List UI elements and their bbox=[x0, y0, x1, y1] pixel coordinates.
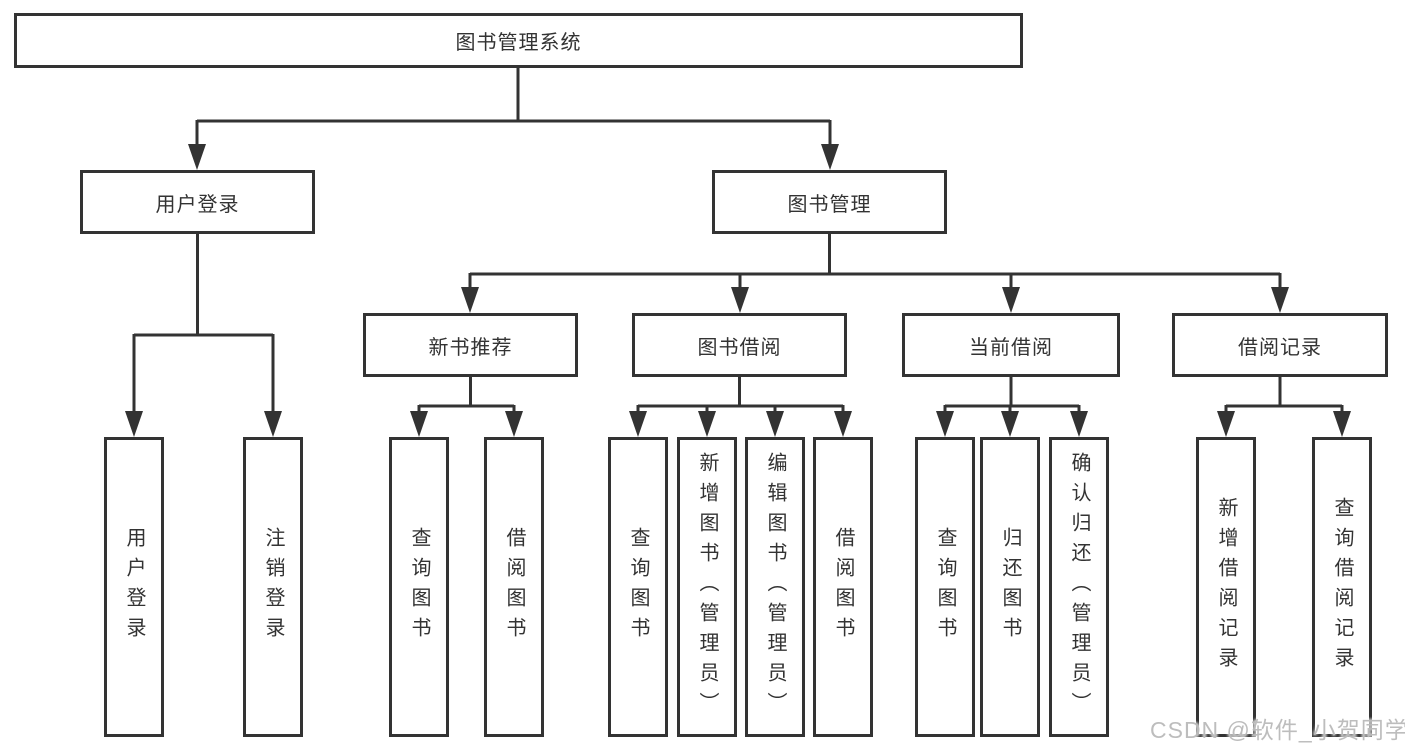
leaf-query-borrow-record: 查询借阅记录 bbox=[1312, 437, 1372, 737]
arrow-down-icon bbox=[821, 144, 839, 170]
leaf-return-books: 归还图书 bbox=[980, 437, 1040, 737]
leaf-edit-books-admin: 编辑图书（管理员） bbox=[745, 437, 805, 737]
arrow-down-icon bbox=[1271, 287, 1289, 313]
connector-current-borrowing bbox=[936, 377, 1088, 437]
arrow-down-icon bbox=[505, 411, 523, 437]
arrow-down-icon bbox=[1002, 287, 1020, 313]
arrow-down-icon bbox=[1333, 411, 1351, 437]
arrow-down-icon bbox=[1217, 411, 1235, 437]
connector-book-borrowing bbox=[629, 377, 852, 437]
arrow-down-icon bbox=[1001, 411, 1019, 437]
connector-line bbox=[195, 68, 832, 146]
connector-line bbox=[1224, 377, 1344, 413]
leaf-query-books-recommend: 查询图书 bbox=[389, 437, 449, 737]
leaf-confirm-return-admin: 确认归还（管理员） bbox=[1049, 437, 1109, 737]
leaf-logout: 注销登录 bbox=[243, 437, 303, 737]
arrow-down-icon bbox=[461, 287, 479, 313]
node-current-borrowing: 当前借阅 bbox=[902, 313, 1120, 377]
node-root-system: 图书管理系统 bbox=[14, 13, 1023, 68]
node-user-login: 用户登录 bbox=[80, 170, 315, 234]
arrow-down-icon bbox=[410, 411, 428, 437]
watermark: CSDN @软件_小贺同学 bbox=[1150, 717, 1405, 743]
connector-borrowing-records bbox=[1217, 377, 1351, 437]
connector-line bbox=[468, 234, 1282, 289]
leaf-add-borrow-record: 新增借阅记录 bbox=[1196, 437, 1256, 737]
arrow-down-icon bbox=[731, 287, 749, 313]
arrow-down-icon bbox=[698, 411, 716, 437]
connector-user-login bbox=[125, 234, 282, 437]
connector-line bbox=[417, 377, 516, 413]
leaf-query-books-borrowing: 查询图书 bbox=[608, 437, 668, 737]
node-borrowing-records: 借阅记录 bbox=[1172, 313, 1388, 377]
arrow-down-icon bbox=[766, 411, 784, 437]
connector-line bbox=[636, 377, 845, 413]
arrow-down-icon bbox=[936, 411, 954, 437]
arrow-down-icon bbox=[125, 411, 143, 437]
node-book-management: 图书管理 bbox=[712, 170, 947, 234]
arrow-down-icon bbox=[629, 411, 647, 437]
leaf-borrow-books-recommend: 借阅图书 bbox=[484, 437, 544, 737]
connector-book-management bbox=[461, 234, 1289, 313]
connector-root bbox=[188, 68, 839, 170]
connector-line bbox=[132, 234, 275, 413]
arrow-down-icon bbox=[834, 411, 852, 437]
leaf-add-books-admin: 新增图书（管理员） bbox=[677, 437, 737, 737]
node-book-borrowing: 图书借阅 bbox=[632, 313, 847, 377]
leaf-query-books-current: 查询图书 bbox=[915, 437, 975, 737]
arrow-down-icon bbox=[1070, 411, 1088, 437]
connector-line bbox=[943, 377, 1081, 413]
node-new-book-recommend: 新书推荐 bbox=[363, 313, 578, 377]
connector-new-book-recommend bbox=[410, 377, 523, 437]
leaf-user-login: 用户登录 bbox=[104, 437, 164, 737]
arrow-down-icon bbox=[264, 411, 282, 437]
arrow-down-icon bbox=[188, 144, 206, 170]
leaf-borrow-books: 借阅图书 bbox=[813, 437, 873, 737]
